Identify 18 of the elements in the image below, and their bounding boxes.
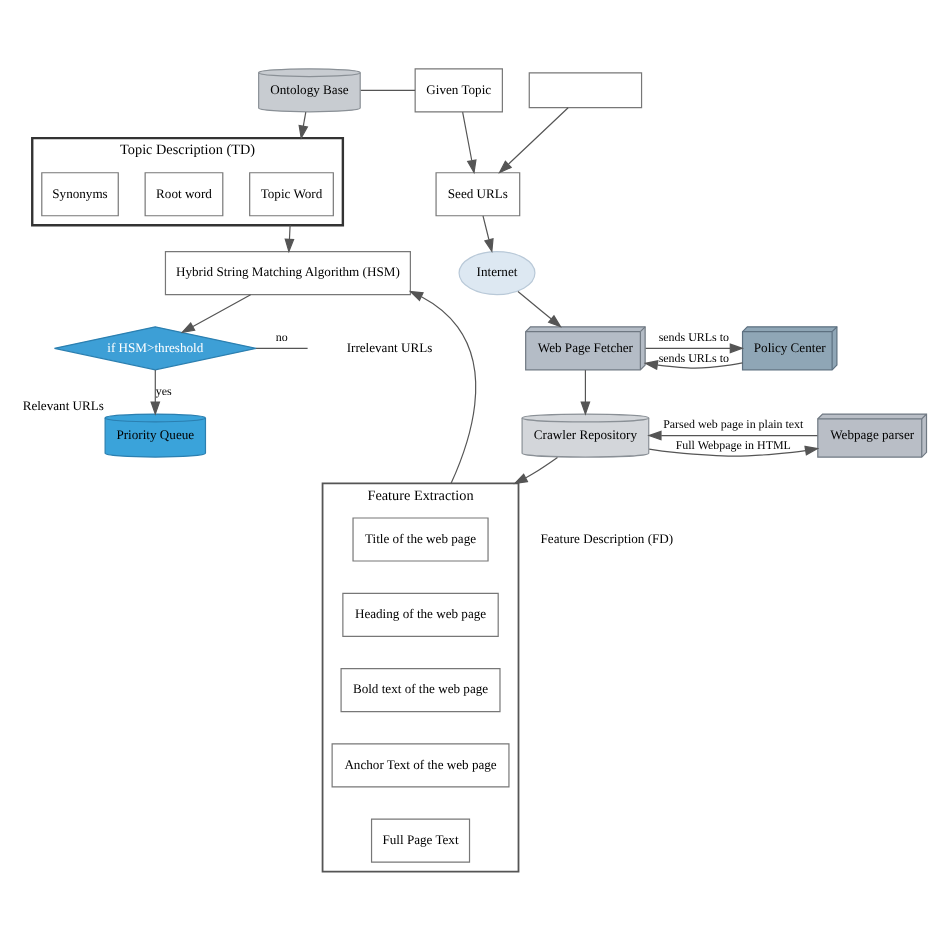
connector [360,88,416,90]
connector [255,346,309,348]
arrow [513,455,559,484]
arrow [645,342,745,353]
arrow [643,359,744,370]
arrow [498,106,569,173]
arrow [284,223,295,253]
arrow [150,368,161,415]
arrow [580,368,591,415]
arrow [180,293,252,333]
arrow [408,289,477,483]
arrow [462,110,477,174]
node-box [528,71,643,108]
arrow [648,444,820,456]
arrow [482,214,494,253]
arrow [647,429,818,440]
arrow [517,289,562,327]
arrow [298,110,309,139]
